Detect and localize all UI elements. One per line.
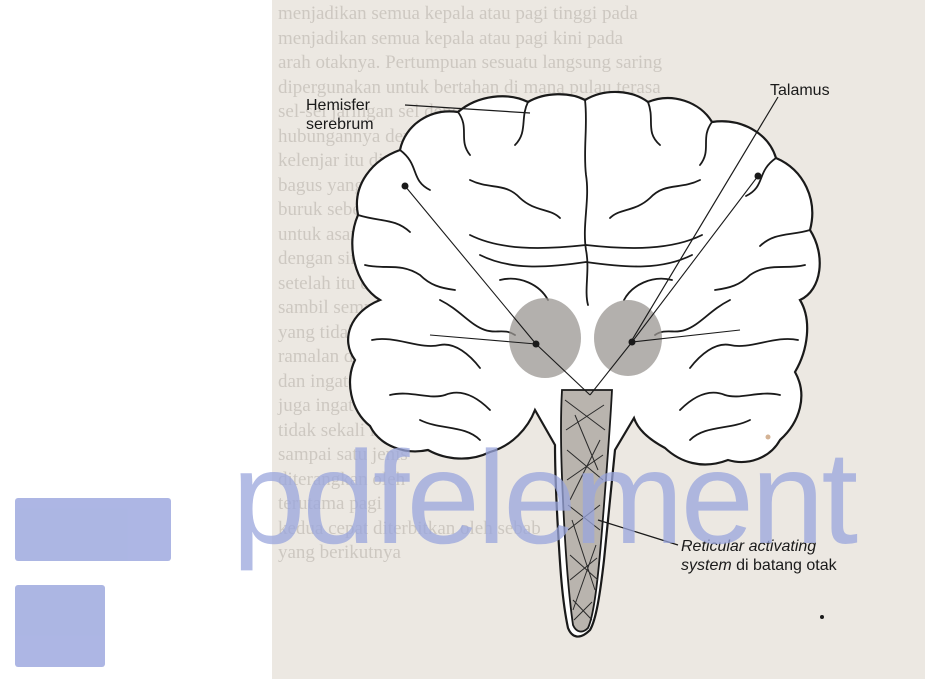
pdfelement-watermark-text: pdfelement: [232, 432, 855, 564]
